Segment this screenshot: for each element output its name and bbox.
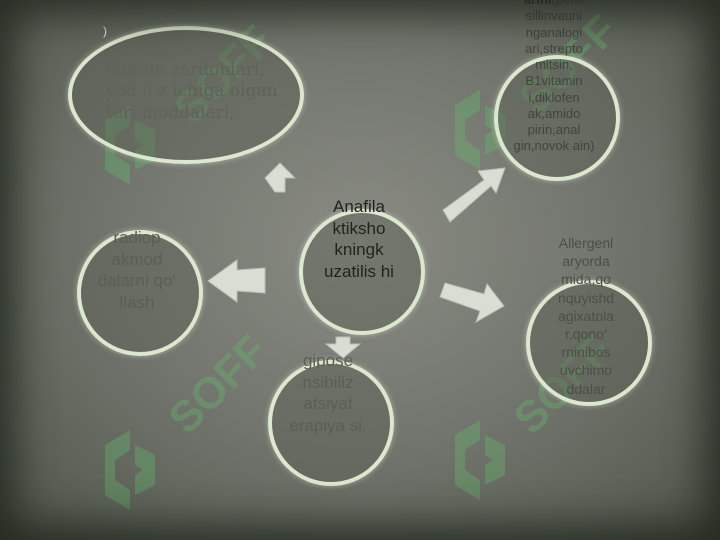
node-top-left-circle <box>68 26 304 164</box>
node-top-right-rest: (penit sillinvauni nganalogi ari,strepto… <box>513 0 595 154</box>
node-bottom-text: gipose nsibiliz atsiyat erapiya si. <box>289 351 367 435</box>
top-left-mark: ) <box>103 24 107 38</box>
node-top-right-text: arini(penit sillinvauni nganalogi ari,st… <box>512 0 596 155</box>
node-top-right-bold: arini <box>524 0 551 7</box>
arrow-down-icon <box>324 336 362 359</box>
node-left-circle <box>77 230 203 356</box>
node-center-circle <box>299 209 425 335</box>
arrow-up-icon <box>264 162 297 193</box>
node-top-left-text: immun zardoblari, yod o‘z ichiga olgan t… <box>106 60 278 123</box>
watermark-logo-icon <box>455 420 505 500</box>
node-center-text: Anafila ktiksho kningk uzatilis hi <box>324 197 394 281</box>
node-top-right-circle <box>494 55 620 181</box>
node-left-text: radiop akmod dalarni qo‘ llash <box>97 228 177 312</box>
node-right-circle <box>526 280 652 406</box>
arrow-left-icon <box>207 259 266 303</box>
node-bottom-circle <box>268 360 394 486</box>
arrow-down-right-icon <box>439 282 505 324</box>
node-right-text: Allergenl aryorda mida,qo nquyishd agixa… <box>557 235 615 397</box>
arrow-up-right-icon <box>442 167 506 223</box>
watermark-logo-icon <box>105 430 155 510</box>
